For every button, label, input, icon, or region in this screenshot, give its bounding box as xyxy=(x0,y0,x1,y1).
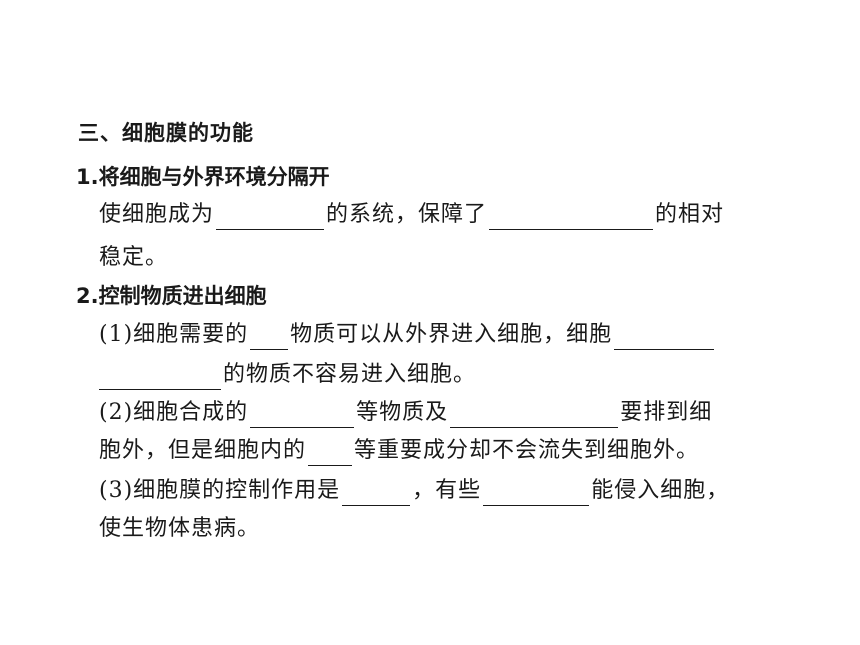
fill-blank-1[interactable] xyxy=(216,205,325,230)
item2-p2-text-b: 等物质及 xyxy=(356,400,449,425)
item2-p1-line1: (1)细胞需要的 物质可以从外界进入细胞，细胞 xyxy=(99,320,716,350)
item2-p2-text-d: 胞外，但是细胞内的 xyxy=(99,438,307,463)
item2-p2-line1: (2)细胞合成的 等物质及 要排到细 xyxy=(99,398,712,428)
fill-blank-2[interactable] xyxy=(489,205,654,230)
item2-p3-text-c: 能侵入细胞， xyxy=(591,478,730,503)
item2-p1-text-b: 物质可以从外界进入细胞，细胞 xyxy=(290,322,613,347)
fill-blank-4[interactable] xyxy=(614,325,715,350)
fill-blank-5[interactable] xyxy=(99,365,221,390)
item1-line2: 稳定。 xyxy=(99,245,169,270)
item2-p1-text-a: (1)细胞需要的 xyxy=(99,322,249,347)
fill-blank-9[interactable] xyxy=(342,481,411,506)
item1-line1: 使细胞成为 的系统，保障了 的相对 xyxy=(99,200,724,230)
item2-p3-text-b: ，有些 xyxy=(412,478,482,503)
item1-heading: 1.将细胞与外界环境分隔开 xyxy=(76,165,330,189)
fill-blank-7[interactable] xyxy=(450,403,619,428)
item2-p1-line2: 的物质不容易进入细胞。 xyxy=(99,360,476,390)
fill-blank-8[interactable] xyxy=(308,441,353,466)
item2-heading: 2.控制物质进出细胞 xyxy=(76,284,267,308)
fill-blank-3[interactable] xyxy=(250,325,289,350)
item1-text-c: 的相对 xyxy=(655,202,725,227)
fill-blank-10[interactable] xyxy=(483,481,590,506)
item1-text-b: 的系统，保障了 xyxy=(326,202,488,227)
item2-p2-text-c: 要排到细 xyxy=(620,400,713,425)
item1-text-a: 使细胞成为 xyxy=(99,202,215,227)
item2-p3-text-a: (3)细胞膜的控制作用是 xyxy=(99,478,341,503)
item2-p2-text-e: 等重要成分却不会流失到细胞外。 xyxy=(354,438,700,463)
item2-p3-line1: (3)细胞膜的控制作用是 ，有些 能侵入细胞， xyxy=(99,476,729,506)
fill-blank-6[interactable] xyxy=(250,403,355,428)
item2-p2-line2: 胞外，但是细胞内的 等重要成分却不会流失到细胞外。 xyxy=(99,436,699,466)
item2-p2-text-a: (2)细胞合成的 xyxy=(99,400,249,425)
section-title: 三、细胞膜的功能 xyxy=(78,121,254,145)
item2-p3-line2: 使生物体患病。 xyxy=(99,516,261,541)
item2-p1-text-c: 的物质不容易进入细胞。 xyxy=(223,362,477,387)
